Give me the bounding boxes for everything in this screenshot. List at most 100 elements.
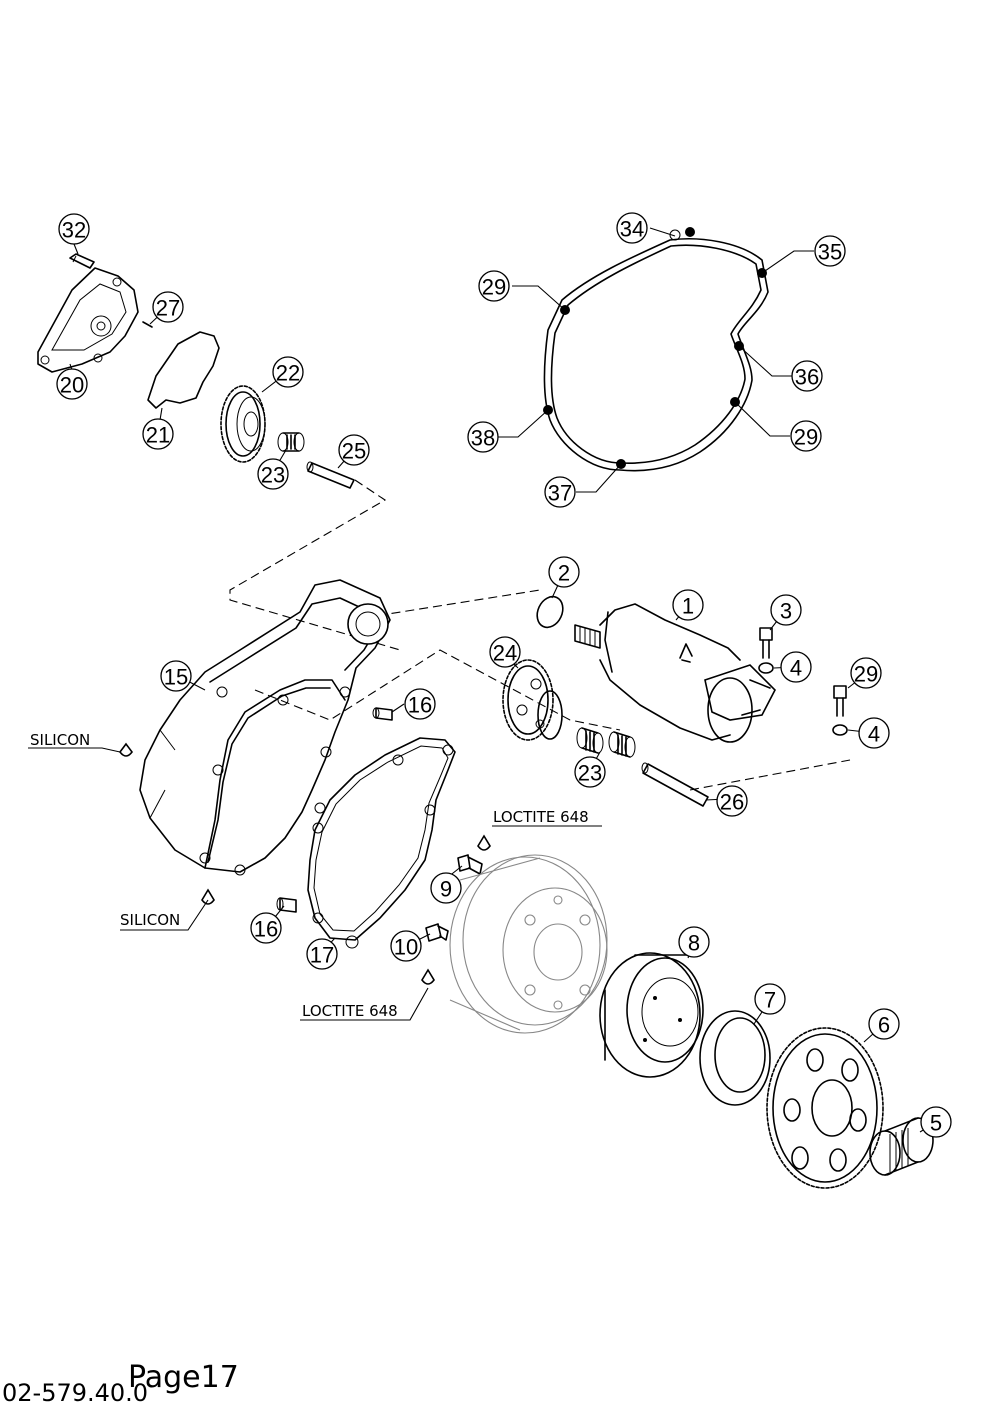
shaft-26 [641, 762, 709, 807]
bearing-23-top [277, 432, 305, 452]
silicon-note-lower: SILICON [120, 911, 180, 929]
bearing-23-mid-b [608, 731, 636, 758]
callout-17: 17 [306, 938, 338, 970]
svg-text:25: 25 [342, 439, 366, 464]
loctite-tube-upper [477, 834, 491, 851]
callout-23-top: 23 [257, 458, 289, 490]
svg-text:5: 5 [930, 1111, 942, 1136]
callout-27: 27 [152, 291, 184, 323]
callout-15: 15 [160, 660, 192, 692]
svg-text:16: 16 [408, 693, 432, 718]
svg-text:29: 29 [482, 275, 506, 300]
screw-32 [69, 253, 95, 269]
ignition-gasket [543, 238, 769, 472]
svg-text:2: 2 [558, 561, 570, 586]
svg-text:34: 34 [620, 217, 644, 242]
callout-4-upper: 4 [780, 651, 812, 683]
loctite-tube-lower [421, 968, 435, 985]
side-cover-15 [139, 579, 391, 876]
bearing-23-mid-a [576, 727, 604, 754]
svg-text:8: 8 [688, 931, 700, 956]
callout-38: 38 [467, 421, 499, 453]
callout-4-lower: 4 [858, 717, 890, 749]
loctite-note-lower: LOCTITE 648 [302, 1002, 398, 1020]
callout-5: 5 [920, 1106, 952, 1138]
svg-text:27: 27 [156, 296, 180, 321]
callout-37: 37 [544, 476, 576, 508]
svg-text:20: 20 [60, 373, 84, 398]
dowel-16-lower [276, 897, 297, 913]
pump-cover-group [37, 253, 355, 489]
svg-text:29: 29 [794, 425, 818, 450]
callout-16-lower: 16 [250, 912, 282, 944]
callout-35: 35 [814, 235, 846, 267]
svg-text:32: 32 [62, 218, 86, 243]
svg-text:37: 37 [548, 481, 572, 506]
svg-text:24: 24 [493, 641, 517, 666]
svg-text:1: 1 [682, 594, 694, 619]
starter-motor-1 [574, 603, 776, 743]
callout-22: 22 [272, 356, 304, 388]
svg-text:23: 23 [578, 761, 602, 786]
svg-text:22: 22 [276, 361, 300, 386]
gear-22 [220, 385, 266, 463]
starter-clutch-8 [599, 952, 704, 1078]
svg-text:10: 10 [394, 935, 418, 960]
pump-cover-20 [37, 267, 139, 373]
callout-25: 25 [338, 434, 370, 466]
assembly-lines [229, 479, 851, 791]
screw-3 [759, 627, 773, 659]
svg-text:26: 26 [720, 790, 744, 815]
gear-24 [502, 659, 563, 741]
page-label: Page17 [128, 1360, 239, 1395]
loctite-note-upper: LOCTITE 648 [493, 808, 589, 826]
svg-text:29: 29 [854, 662, 878, 687]
svg-text:4: 4 [790, 656, 802, 681]
callout-24: 24 [489, 636, 521, 668]
callout-7: 7 [754, 983, 786, 1015]
callout-3: 3 [770, 594, 802, 626]
callout-10: 10 [390, 930, 422, 962]
callout-1: 1 [672, 589, 704, 621]
svg-text:16: 16 [254, 917, 278, 942]
screw-29-right [833, 685, 847, 717]
svg-text:15: 15 [164, 665, 188, 690]
gear-6 [766, 1027, 884, 1189]
callout-34: 34 [616, 212, 648, 244]
callout-20: 20 [56, 368, 88, 400]
silicon-tube-lower [201, 888, 215, 905]
callout-8: 8 [678, 926, 710, 958]
callout-16-upper: 16 [404, 688, 436, 720]
needle-bearing-5 [869, 1117, 934, 1176]
callout-29-top-right: 29 [790, 420, 822, 452]
cover-gasket-17 [307, 737, 456, 941]
bolt-9 [457, 854, 483, 875]
svg-text:7: 7 [764, 988, 776, 1013]
gasket-21 [147, 331, 220, 409]
callout-2: 2 [548, 556, 580, 588]
callout-29-top-left: 29 [478, 270, 510, 302]
pin-27 [142, 321, 153, 328]
callout-6: 6 [868, 1008, 900, 1040]
document-code: 02-579.40.0 [2, 1379, 149, 1407]
callout-26: 26 [716, 785, 748, 817]
gasket-group-top [498, 227, 814, 493]
washer-4-lower [832, 724, 848, 736]
callout-23-mid: 23 [574, 756, 606, 788]
svg-text:17: 17 [310, 943, 334, 968]
flywheel [449, 854, 608, 1034]
svg-text:36: 36 [795, 365, 819, 390]
callout-32: 32 [58, 213, 90, 245]
svg-text:9: 9 [440, 877, 452, 902]
freewheel-7 [699, 1010, 771, 1106]
dowel-16-upper [372, 707, 393, 721]
washer-4-upper [758, 662, 774, 674]
svg-text:23: 23 [261, 463, 285, 488]
svg-text:4: 4 [868, 722, 880, 747]
silicon-tube-upper [118, 742, 134, 757]
silicon-note-upper: SILICON [30, 731, 90, 749]
callout-9: 9 [430, 872, 462, 904]
svg-text:21: 21 [146, 423, 170, 448]
shaft-25 [306, 461, 355, 489]
